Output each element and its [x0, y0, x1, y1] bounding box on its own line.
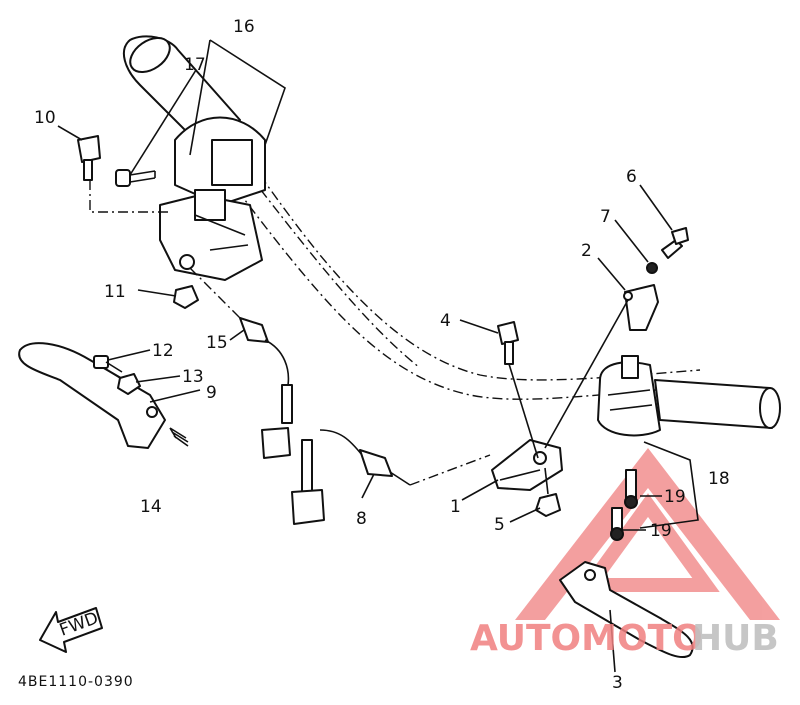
label-8: 8: [356, 509, 367, 529]
screw-19-upper: [624, 469, 638, 509]
label-18: 18: [708, 469, 730, 489]
switch-8: [291, 429, 491, 525]
bracket-1: [491, 439, 563, 491]
label-17: 17: [184, 55, 206, 75]
screw-17: [115, 169, 156, 187]
label-2: 2: [581, 241, 592, 261]
brake-switch-15: [189, 267, 293, 459]
watermark-text: AUTOMOTO HUB: [470, 618, 779, 659]
lever-9: [18, 342, 166, 449]
bolt-12: [93, 355, 123, 379]
clamp-2: [544, 284, 659, 449]
fwd-arrow: FWD: [39, 607, 103, 653]
bolt-4: [497, 321, 539, 459]
label-11: 11: [104, 282, 126, 302]
label-13: 13: [182, 367, 204, 387]
label-9: 9: [206, 383, 217, 403]
label-1: 1: [450, 497, 461, 517]
label-12: 12: [152, 341, 174, 361]
washer-7: [646, 262, 658, 274]
label-15: 15: [206, 333, 228, 353]
right-grip: [654, 379, 781, 429]
nut-5: [535, 467, 561, 517]
spring-14: [169, 427, 189, 447]
label-10: 10: [34, 108, 56, 128]
label-7: 7: [600, 207, 611, 227]
bolt-10: [77, 135, 170, 213]
leader-lines: [57, 39, 699, 673]
label-6: 6: [626, 167, 637, 187]
label-5: 5: [494, 515, 505, 535]
watermark-part1: AUTOMOTO: [470, 618, 703, 659]
part-labels: 16 17 10 11 15 12 13 9 14 4 1 5 8 2 7 6 …: [34, 17, 730, 693]
label-14: 14: [140, 497, 162, 517]
label-19-lower: 19: [650, 521, 672, 541]
label-3: 3: [612, 673, 623, 693]
screw-19-lower: [610, 507, 624, 541]
drawing-code: 4BE1110-0390: [18, 674, 134, 690]
label-4: 4: [440, 311, 451, 331]
nut-13: [117, 373, 141, 395]
label-19-upper: 19: [664, 487, 686, 507]
screw-6: [661, 227, 689, 259]
label-16: 16: [233, 17, 255, 37]
nut-11: [173, 285, 199, 309]
watermark-logo: [515, 448, 780, 620]
watermark-part2: HUB: [692, 618, 779, 659]
lever-3: [559, 561, 694, 659]
right-switch-housing: [597, 355, 661, 437]
left-master-cylinder: [159, 116, 266, 281]
